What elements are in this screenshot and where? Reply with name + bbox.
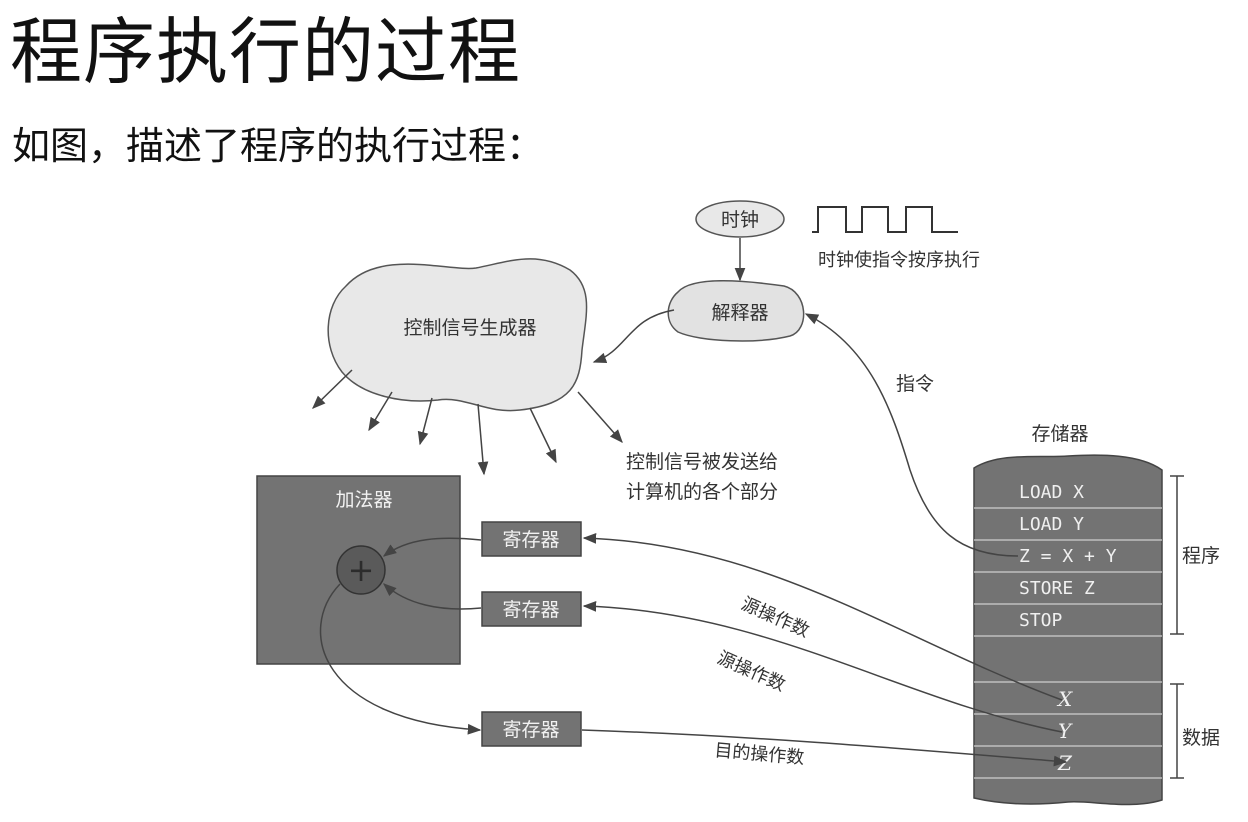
- register-1: 寄存器: [481, 521, 582, 557]
- control-signal-arrow: [368, 391, 393, 432]
- memory-row-data: Y: [1058, 719, 1073, 743]
- operand-x-arrow: [582, 533, 1063, 701]
- memory-title: 存储器: [1031, 423, 1088, 445]
- control-signal-generator-cloud: [327, 258, 588, 412]
- control-signal-generator: 控制信号生成器: [327, 258, 588, 412]
- adder-circle: [336, 545, 386, 595]
- adder-label: 加法器: [335, 489, 392, 511]
- register-2-to-adder-arrow: [383, 583, 482, 610]
- memory-row-instruction: STORE Z: [1019, 578, 1095, 599]
- register-label: 寄存器: [502, 599, 559, 621]
- plus-icon: +: [348, 551, 375, 589]
- interpreter-label: 解释器: [711, 302, 768, 324]
- interpreter-to-generator-arrow: [592, 309, 675, 364]
- memory-row-instruction: LOAD Y: [1019, 514, 1084, 535]
- source-operand-label-2: 源操作数: [714, 647, 788, 695]
- memory-body: [973, 454, 1163, 806]
- control-signal-arrow: [417, 397, 433, 446]
- program-bracket: 程序: [1170, 475, 1220, 635]
- interpreter-blob: [667, 279, 805, 342]
- register-3: 寄存器: [481, 711, 582, 747]
- data-bracket: 数据: [1170, 683, 1220, 779]
- register-label: 寄存器: [502, 529, 559, 551]
- page-subtitle: 如图，描述了程序的执行过程：: [12, 124, 545, 168]
- control-signal-arrows: [312, 369, 623, 476]
- source-operand-label-1: 源操作数: [738, 593, 812, 641]
- control-signal-note-line-1: 控制信号被发送给: [626, 451, 778, 473]
- control-signal-note-line-2: 计算机的各个部分: [626, 481, 778, 503]
- control-signal-arrow: [577, 391, 623, 444]
- instruction-label: 指令: [896, 373, 934, 395]
- operand-y-arrow: [582, 601, 1063, 733]
- control-signal-arrow: [477, 403, 489, 476]
- register-box: [481, 591, 582, 627]
- register-2: 寄存器: [481, 591, 582, 627]
- destination-z-arrow: [581, 729, 1068, 767]
- register-box: [481, 711, 582, 747]
- clock-ellipse: [695, 200, 785, 238]
- adder-to-register-3-arrow: [319, 583, 482, 735]
- memory: 存储器 LOAD X LOAD Y Z = X + Y STORE Z STOP…: [973, 423, 1163, 806]
- memory-row-data: X: [1056, 687, 1073, 711]
- register-label: 寄存器: [502, 719, 559, 741]
- memory-row-instruction: Z = X + Y: [1019, 546, 1117, 567]
- control-signal-generator-label: 控制信号生成器: [403, 317, 536, 339]
- program-label: 程序: [1182, 545, 1220, 567]
- memory-row-instruction: LOAD X: [1019, 482, 1084, 503]
- memory-row-data: Z: [1057, 751, 1073, 775]
- clock: 时钟: [695, 200, 785, 238]
- interpreter: 解释器: [667, 279, 805, 342]
- register-1-to-adder-arrow: [382, 537, 482, 557]
- page-title: 程序执行的过程: [10, 10, 522, 94]
- clock-caption: 时钟使指令按序执行: [818, 250, 980, 271]
- memory-row-instruction: STOP: [1019, 610, 1063, 631]
- clock-signal-wave: [812, 206, 958, 233]
- control-signal-arrow: [312, 369, 353, 409]
- register-box: [481, 521, 582, 557]
- control-signal-arrow: [529, 407, 557, 464]
- adder: 加法器 +: [256, 475, 461, 665]
- destination-operand-label: 目的操作数: [714, 740, 805, 769]
- instruction-fetch-arrow: [804, 313, 1019, 557]
- clock-label: 时钟: [721, 209, 759, 231]
- data-label: 数据: [1182, 727, 1220, 749]
